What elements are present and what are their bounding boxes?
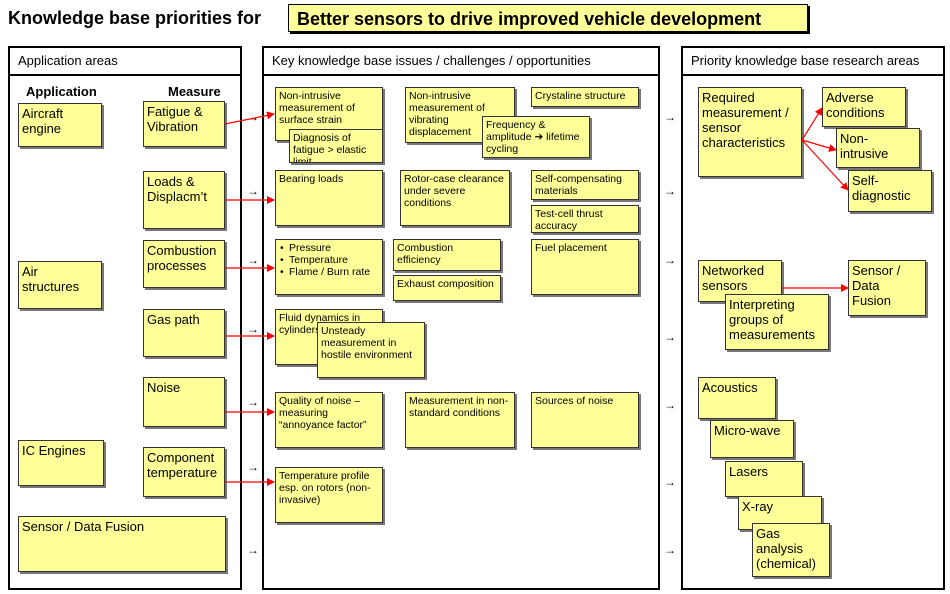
note-fuel-placement: Fuel placement bbox=[531, 239, 639, 295]
connector-arrow: → bbox=[247, 322, 259, 336]
measure-noise: Noise bbox=[143, 377, 225, 427]
application-aircraft-engine: Aircraft engine bbox=[18, 103, 102, 147]
note-test-cell-thrust: Test-cell thrust accuracy bbox=[531, 205, 639, 233]
title-prefix: Knowledge base priorities for bbox=[8, 8, 262, 28]
research-areas-header: Priority knowledge base research areas bbox=[683, 48, 943, 76]
note-fatigue-diagnosis: Diagnosis of fatigue > elastic limit bbox=[289, 129, 383, 163]
title-highlight: Better sensors to drive improved vehicle… bbox=[288, 4, 808, 32]
note-temperature-profile: Temperature profile esp. on rotors (non-… bbox=[275, 467, 383, 523]
connector-arrow: → bbox=[247, 395, 259, 409]
application-air-structures: Air structures bbox=[18, 261, 102, 309]
note-combustion-efficiency: Combustion efficiency bbox=[393, 239, 501, 271]
connector-arrow: → bbox=[664, 110, 676, 124]
note-frequency-amplitude: Frequency & amplitude ➔ lifetime cycling bbox=[482, 116, 590, 158]
bullet-temperature: Temperature bbox=[280, 254, 379, 266]
note-non-standard-conditions: Measurement in non-standard conditions bbox=[405, 392, 515, 448]
connector-arrow: → bbox=[247, 184, 259, 198]
note-lasers: Lasers bbox=[725, 461, 803, 497]
note-networked-sensors: Networked sensors bbox=[698, 260, 782, 302]
measure-gas-path: Gas path bbox=[143, 309, 225, 357]
note-pressure-temperature-flame: Pressure Temperature Flame / Burn rate bbox=[275, 239, 383, 295]
connector-arrow: → bbox=[247, 543, 259, 557]
application-sensor-data-fusion: Sensor / Data Fusion bbox=[18, 516, 226, 572]
note-unsteady-measurement: Unsteady measurement in hostile environm… bbox=[317, 322, 425, 378]
measure-loads-displacement: Loads & Displacm’t bbox=[143, 171, 225, 229]
note-self-diagnostic: Self-diagnostic bbox=[848, 170, 932, 212]
connector-arrow: → bbox=[664, 253, 676, 267]
connector-arrow: → bbox=[247, 460, 259, 474]
connector-arrow: → bbox=[664, 475, 676, 489]
key-issues-header: Key knowledge base issues / challenges /… bbox=[264, 48, 658, 76]
note-gas-analysis: Gas analysis (chemical) bbox=[752, 523, 830, 577]
measure-column-header: Measure bbox=[168, 84, 221, 99]
connector-arrow: → bbox=[664, 330, 676, 344]
connector-arrow: → bbox=[664, 184, 676, 198]
connector-arrow: → bbox=[247, 110, 259, 124]
note-bearing-loads: Bearing loads bbox=[275, 170, 383, 226]
note-sensor-data-fusion: Sensor / Data Fusion bbox=[848, 260, 926, 316]
note-self-compensating: Self-compensating materials bbox=[531, 170, 639, 200]
application-ic-engines: IC Engines bbox=[18, 440, 104, 486]
bullet-flame-burn-rate: Flame / Burn rate bbox=[280, 266, 379, 278]
note-interpreting-groups: Interpreting groups of measurements bbox=[725, 294, 829, 350]
application-areas-header: Application areas bbox=[10, 48, 240, 76]
note-sources-of-noise: Sources of noise bbox=[531, 392, 639, 448]
note-non-intrusive: Non-intrusive bbox=[836, 128, 920, 168]
measure-fatigue-vibration: Fatigue & Vibration bbox=[143, 101, 225, 147]
note-adverse-conditions: Adverse conditions bbox=[822, 87, 906, 127]
note-acoustics: Acoustics bbox=[698, 377, 776, 419]
connector-arrow: → bbox=[664, 543, 676, 557]
note-required-measurement: Required measurement / sensor characteri… bbox=[698, 87, 802, 177]
note-crystaline-structure: Crystaline structure bbox=[531, 87, 639, 107]
application-column-header: Application bbox=[26, 84, 97, 99]
note-micro-wave: Micro-wave bbox=[710, 420, 794, 458]
measure-combustion-processes: Combustion processes bbox=[143, 240, 225, 288]
note-rotor-case-clearance: Rotor-case clearance under severe condit… bbox=[400, 170, 510, 226]
note-quality-of-noise: Quality of noise – measuring “annoyance … bbox=[275, 392, 383, 448]
bullet-pressure: Pressure bbox=[280, 242, 379, 254]
connector-arrow: → bbox=[664, 398, 676, 412]
connector-arrow: → bbox=[247, 253, 259, 267]
measure-component-temperature: Component temperature bbox=[143, 447, 225, 497]
note-exhaust-composition: Exhaust composition bbox=[393, 275, 501, 301]
